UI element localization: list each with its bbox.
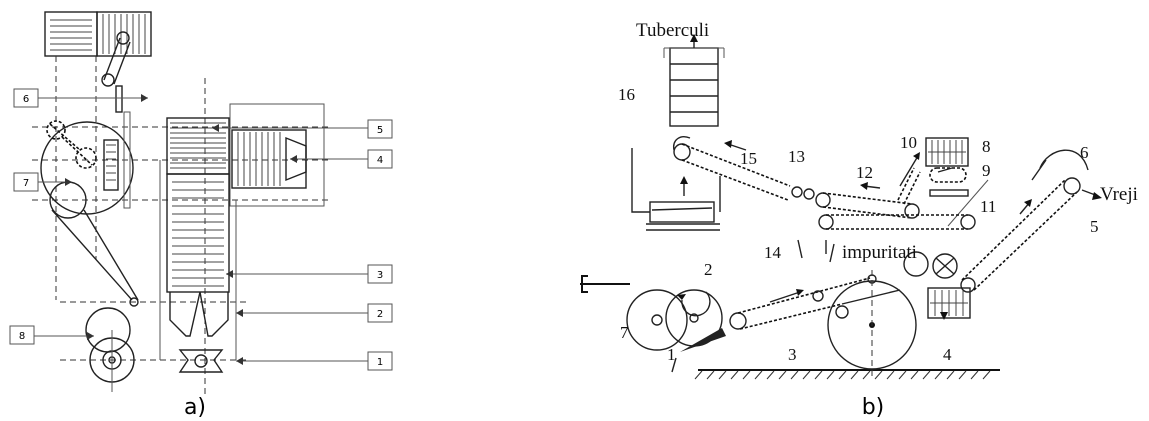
- label-impuritati: impuritati: [842, 242, 917, 263]
- callout-8: 8: [9, 325, 94, 345]
- svg-text:6: 6: [23, 94, 29, 105]
- callout-1: 1: [236, 351, 393, 371]
- label-vreji: Vreji: [1100, 184, 1138, 205]
- svg-text:2: 2: [377, 309, 383, 320]
- panel-a: 6 7 8 5 4 3: [9, 11, 393, 420]
- callout-2: 2: [236, 303, 393, 323]
- svg-text:1: 1: [377, 357, 383, 368]
- svg-text:8: 8: [19, 331, 25, 342]
- num-6: 6: [1080, 143, 1089, 162]
- num-1: 1: [667, 345, 676, 364]
- num-13: 13: [788, 147, 805, 166]
- num-11: 11: [980, 197, 996, 216]
- sorting-table: [166, 117, 230, 175]
- bin-right: [96, 11, 152, 57]
- num-10: 10: [900, 133, 917, 152]
- num-12: 12: [856, 163, 873, 182]
- num-16: 16: [618, 85, 635, 104]
- num-9: 9: [982, 161, 991, 180]
- callout-3: 3: [226, 264, 393, 284]
- svg-text:5: 5: [377, 125, 383, 136]
- panel-a-caption: a): [184, 395, 206, 420]
- num-2: 2: [704, 260, 713, 279]
- label-tuberculi: Tuberculi: [636, 20, 709, 41]
- svg-text:4: 4: [377, 155, 383, 166]
- num-4: 4: [943, 345, 952, 364]
- callout-4: 4: [290, 149, 393, 169]
- callout-7: 7: [13, 172, 72, 192]
- svg-text:7: 7: [23, 178, 29, 189]
- callout-6: 6: [13, 88, 148, 108]
- num-15: 15: [740, 149, 757, 168]
- num-3: 3: [788, 345, 797, 364]
- bunker-frame: [229, 103, 325, 207]
- front-disc-7: [626, 289, 688, 351]
- support-wheel: [85, 307, 131, 353]
- panel-b: Tuberculi Vreji impuritati 1 2 3 4 5 6 7…: [580, 20, 1138, 420]
- svg-text:3: 3: [377, 270, 383, 281]
- num-5: 5: [1090, 217, 1099, 236]
- num-7: 7: [620, 323, 629, 342]
- num-14: 14: [764, 243, 782, 262]
- bin-left: [44, 11, 98, 57]
- main-elevator: [166, 173, 230, 293]
- panel-b-caption: b): [862, 395, 885, 420]
- callout-5: 5: [212, 119, 393, 139]
- num-8: 8: [982, 137, 991, 156]
